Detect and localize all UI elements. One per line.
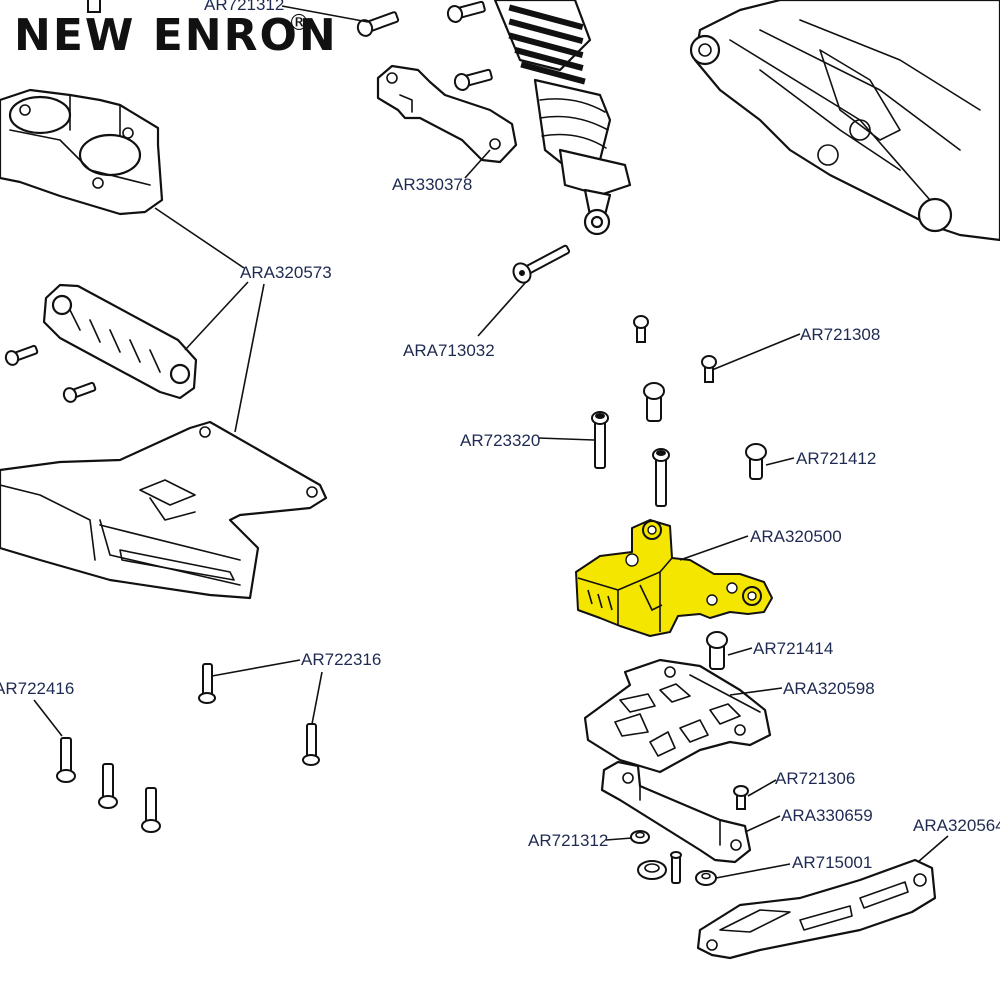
label-ara320564: ARA320564 (913, 816, 1000, 835)
brand-logo: NEW ENRON ® (14, 10, 338, 61)
brand-name: NEW ENRON (14, 10, 338, 61)
label-ara320598: ARA320598 (783, 679, 875, 698)
screw-center-long (652, 448, 670, 507)
label-ara713032: ARA713032 (403, 341, 495, 360)
label-ara320573: ARA320573 (240, 263, 332, 282)
callout-labels: AR721312 AR330378 ARA320573 ARA713032 AR… (0, 0, 1000, 872)
suspension-arm-top-right (689, 0, 1000, 242)
screw-top-1 (87, 0, 101, 13)
screw-top-3 (453, 68, 493, 91)
registered-mark: ® (288, 11, 310, 36)
pin-ar722416-a (56, 737, 76, 783)
label-ar330378: AR330378 (392, 175, 472, 194)
pin-ar722316-a (198, 663, 216, 704)
part-ar330378 (376, 64, 518, 164)
washer-bottom (637, 860, 667, 880)
screw-ara713032 (512, 244, 571, 284)
label-ar721414: AR721414 (753, 639, 833, 658)
label-ar721312-bottom: AR721312 (528, 831, 608, 850)
screw-top-2 (446, 0, 486, 23)
part-ara320598-plate (583, 658, 772, 774)
part-front-bumper (0, 420, 328, 600)
pin-bottom (670, 851, 682, 884)
nut-ar721312-bottom (630, 830, 650, 844)
screw-left-2 (62, 381, 97, 403)
screw-left-1 (4, 344, 39, 366)
label-ar721312-top: AR721312 (204, 0, 284, 14)
part-ara320500-highlighted (575, 519, 773, 637)
screw-ar721306 (733, 785, 749, 810)
nut-ar715001 (695, 870, 717, 886)
part-ara320564-arm (696, 858, 937, 960)
label-ar721308: AR721308 (800, 325, 880, 344)
screw-center-top (643, 382, 665, 422)
pin-ar722416-c (141, 787, 161, 833)
pin-ar722416-b (98, 763, 118, 809)
screw-ar723320 (591, 411, 609, 469)
leader-lines (33, 5, 949, 879)
label-ara330659: ARA330659 (781, 806, 873, 825)
label-ar722416: AR722416 (0, 679, 74, 698)
screw-ar721308-a (633, 315, 649, 343)
label-ar722316: AR722316 (301, 650, 381, 669)
screw-ar721308-b (701, 355, 717, 383)
screw-ar721414 (706, 631, 728, 670)
label-ar721306: AR721306 (775, 769, 855, 788)
label-ar723320: AR723320 (460, 431, 540, 450)
part-ara320573-block (42, 283, 198, 400)
shock-absorber (493, 0, 632, 236)
screw-ar721312-top (356, 11, 400, 37)
screw-ar721412 (745, 443, 767, 480)
label-ar715001: AR715001 (792, 853, 872, 872)
part-ara330659-bracket (600, 760, 752, 864)
label-ar721412: AR721412 (796, 449, 876, 468)
label-ara320500: ARA320500 (750, 527, 842, 546)
part-ara320573-bulkhead (0, 88, 164, 216)
pin-ar722316-b (302, 723, 320, 766)
